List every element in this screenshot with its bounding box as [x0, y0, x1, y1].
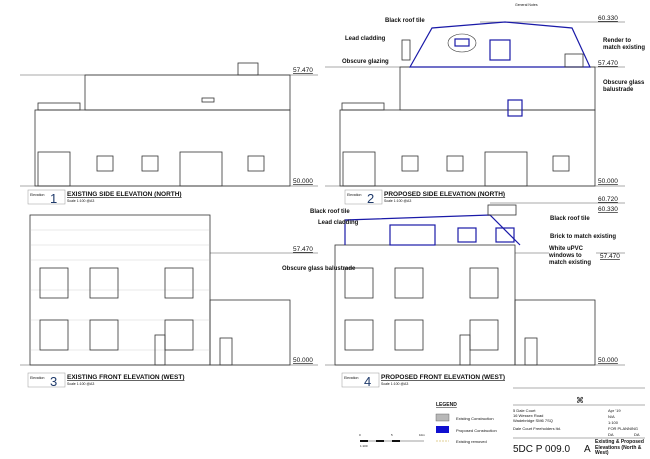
label: Scale 1:100 @A3: [67, 199, 94, 203]
level-label: 57.470: [600, 253, 620, 260]
label: Existing removed: [456, 439, 487, 444]
label: Elevation: [344, 376, 358, 380]
level-label: 57.470: [293, 246, 313, 253]
label: Existing Construction: [456, 416, 494, 421]
annotation: Obscure glass balustrade: [603, 80, 649, 94]
label: Elevation: [30, 193, 44, 197]
level-label: 50.000: [598, 357, 618, 364]
scale-bar: 0 5 10m 1:100: [359, 433, 425, 448]
level-label: 57.470: [598, 60, 618, 67]
label: 1:100: [360, 444, 368, 448]
label: 5 Dale Court: [513, 408, 536, 413]
label: Scale 1:100 @A3: [381, 382, 408, 386]
elevation-4-proposed-front: 60.720 60.330 57.470 50.000 Black roof t…: [282, 196, 625, 366]
level-label: 50.000: [598, 178, 618, 185]
level-label: 57.470: [293, 67, 313, 74]
label: DA: [608, 432, 614, 437]
annotation: Black roof tile: [310, 209, 350, 215]
annotation: Black roof tile: [385, 18, 425, 24]
label: 2: [367, 191, 374, 206]
label: PROPOSED FRONT ELEVATION (WEST): [381, 374, 505, 381]
label: Scale 1:100 @A3: [384, 199, 411, 203]
drawing-title: Existing & Proposed Elevations (North & …: [595, 439, 644, 456]
legend-swatch-proposed: [436, 426, 449, 433]
title-block: ⌘ 5 Dale Court 16 Wessex Road Wadebridge…: [513, 387, 645, 455]
label: 5: [391, 433, 393, 437]
label: Scale 1:100 @A3: [67, 382, 94, 386]
label: EXISTING FRONT ELEVATION (WEST): [67, 374, 184, 381]
label: FOR PLANNING: [608, 426, 638, 431]
label: DA: [634, 432, 640, 437]
label: 4: [364, 374, 371, 389]
elevation-tags: Elevation 1 EXISTING SIDE ELEVATION (NORT…: [27, 189, 505, 389]
annotation: Black roof tile: [550, 216, 590, 222]
label: 0: [359, 433, 361, 437]
annotation: Lead cladding: [345, 36, 386, 42]
revision: A: [584, 444, 591, 455]
annotation: Lead cladding: [318, 220, 359, 226]
annotation: Obscure glass balustrade: [282, 266, 356, 272]
level-label: 60.720: [598, 196, 618, 203]
elevation-3-existing-front: 57.470 50.000: [20, 214, 318, 366]
logo: ⌘: [576, 396, 584, 405]
label: 1: [50, 191, 57, 206]
annotation: Render to match existing: [603, 38, 649, 52]
legend-swatch-existing: [435, 413, 450, 422]
annotation: Obscure glazing: [342, 59, 389, 65]
label: Proposed Construction: [456, 428, 497, 433]
label: 1:100: [608, 420, 619, 425]
label: Elevation: [347, 193, 361, 197]
level-label: 60.330: [598, 15, 618, 22]
label: EXISTING SIDE ELEVATION (NORTH): [67, 191, 182, 198]
label: Wadebridge SM6 7SQ: [513, 418, 553, 423]
level-label: 50.000: [293, 357, 313, 364]
label: PROPOSED SIDE ELEVATION (NORTH): [384, 191, 505, 198]
label: 3: [50, 374, 57, 389]
annotation: White uPVC windows to match existing: [549, 246, 596, 267]
label: N/A: [608, 414, 615, 419]
drawing-number: 5DC P 009.0: [513, 444, 571, 455]
level-label: 50.000: [293, 178, 313, 185]
label: LEGEND: [436, 402, 457, 408]
label: Dale Court Freeholders ltd.: [513, 426, 561, 431]
general-notes: General Notes: [515, 3, 538, 7]
label: Apr '19: [608, 408, 621, 413]
label: 10m: [419, 433, 425, 437]
annotation: Brick to match existing: [550, 234, 616, 240]
elevation-2-proposed-side: 60.330 57.470 50.000 Black roof tile Lea…: [325, 3, 625, 187]
label: 16 Wessex Road: [513, 413, 543, 418]
level-label: 60.330: [598, 206, 618, 213]
label: Elevation: [30, 376, 44, 380]
legend: LEGEND Existing Construction Proposed Co…: [359, 402, 497, 448]
elevation-1-existing-side: 57.470 50.000: [20, 62, 318, 187]
